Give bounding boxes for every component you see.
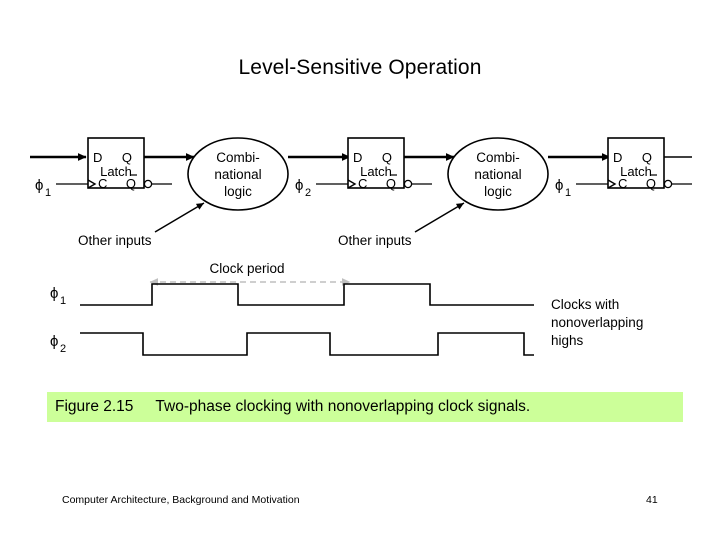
- logic-1-body: [187, 137, 289, 211]
- clock-label-phi-2: ϕ: [295, 177, 303, 194]
- page-title: Level-Sensitive Operation: [238, 56, 482, 79]
- footer-page-number: 41: [646, 494, 658, 506]
- latch-1-inversion-bubble-icon: [143, 179, 153, 189]
- latch-1-body: [87, 137, 145, 189]
- other-inputs-label-1: Other inputs: [78, 233, 152, 248]
- logic-2-line-3: logic: [484, 184, 512, 199]
- combinational-logic-block-2: Combi- national logic: [447, 137, 549, 211]
- clock-label-phi-1a: ϕ: [35, 177, 43, 194]
- clock-subscript-phi-1b: 1: [565, 187, 571, 199]
- timing-annotation-line-3: highs: [551, 333, 584, 348]
- latch-3-inversion-bubble-icon: [663, 179, 673, 189]
- logic-2-line-1: Combi-: [476, 150, 520, 165]
- latch-2-pin-q: Q: [382, 150, 392, 165]
- latch-3-pin-c: C: [618, 176, 627, 191]
- clock-subscript-phi-2: 2: [305, 187, 311, 199]
- latch-3-pin-qbar: Q: [646, 176, 656, 191]
- latch-1-clock-triangle-icon: [87, 179, 97, 189]
- latch-2-pin-d: D: [353, 150, 362, 165]
- waveform-phi1: [80, 283, 534, 306]
- latch-block-2: D Q Latch C Q: [347, 137, 432, 191]
- figure-caption-text: Two-phase clocking with nonoverlapping c…: [155, 398, 531, 415]
- latch-2-inversion-bubble-icon: [403, 179, 413, 189]
- clock-period-label: Clock period: [209, 261, 284, 276]
- latch-2-clock-triangle-icon: [347, 179, 357, 189]
- logic-2-line-2: national: [474, 167, 521, 182]
- latch-2-pin-qbar: Q: [386, 176, 396, 191]
- clock-subscript-phi-1a: 1: [45, 187, 51, 199]
- latch-1-pin-q: Q: [122, 150, 132, 165]
- clock-label-phi-1b: ϕ: [555, 177, 563, 194]
- combinational-logic-block-1: Combi- national logic: [187, 137, 289, 211]
- waveform-label-phi1: ϕ: [50, 285, 58, 302]
- latch-1-pin-qbar: Q: [126, 176, 136, 191]
- logic-2-body: [447, 137, 549, 211]
- latch-2-body: [347, 137, 405, 189]
- waveform-label-phi2: ϕ: [50, 333, 58, 350]
- arrow-other-inputs-2: [414, 202, 465, 233]
- latch-block-1: D Q Latch C Q: [87, 137, 172, 191]
- arrow-other-inputs-1: [154, 202, 205, 233]
- logic-1-line-3: logic: [224, 184, 252, 199]
- latch-1-pin-d: D: [93, 150, 102, 165]
- waveform-phi2: [80, 332, 534, 356]
- figure-svg: D Q Latch C Q ϕ 1 Combi- national l: [30, 137, 692, 356]
- latch-3-clock-triangle-icon: [607, 179, 617, 189]
- latch-3-pin-d: D: [613, 150, 622, 165]
- timing-annotation-line-2: nonoverlapping: [551, 315, 643, 330]
- latch-2-label: Latch: [360, 164, 392, 179]
- footer-course-title: Computer Architecture, Background and Mo…: [62, 494, 300, 506]
- latch-2-pin-c: C: [358, 176, 367, 191]
- waveform-subscript-phi2: 2: [60, 343, 66, 355]
- latch-1-label: Latch: [100, 164, 132, 179]
- figure-two-phase-clocking: D Q Latch C Q ϕ 1 Combi- national l: [0, 118, 720, 378]
- figure-caption-label: Figure 2.15: [55, 398, 134, 415]
- figure-caption-bar: Figure 2.15 Two-phase clocking with nono…: [47, 392, 683, 422]
- logic-1-line-1: Combi-: [216, 150, 260, 165]
- logic-1-line-2: national: [214, 167, 261, 182]
- other-inputs-label-2: Other inputs: [338, 233, 412, 248]
- latch-3-body: [607, 137, 665, 189]
- latch-1-pin-c: C: [98, 176, 107, 191]
- waveform-subscript-phi1: 1: [60, 295, 66, 307]
- timing-annotation-line-1: Clocks with: [551, 297, 619, 312]
- latch-block-3: D Q Latch C Q: [607, 137, 692, 191]
- latch-3-pin-q: Q: [642, 150, 652, 165]
- latch-3-label: Latch: [620, 164, 652, 179]
